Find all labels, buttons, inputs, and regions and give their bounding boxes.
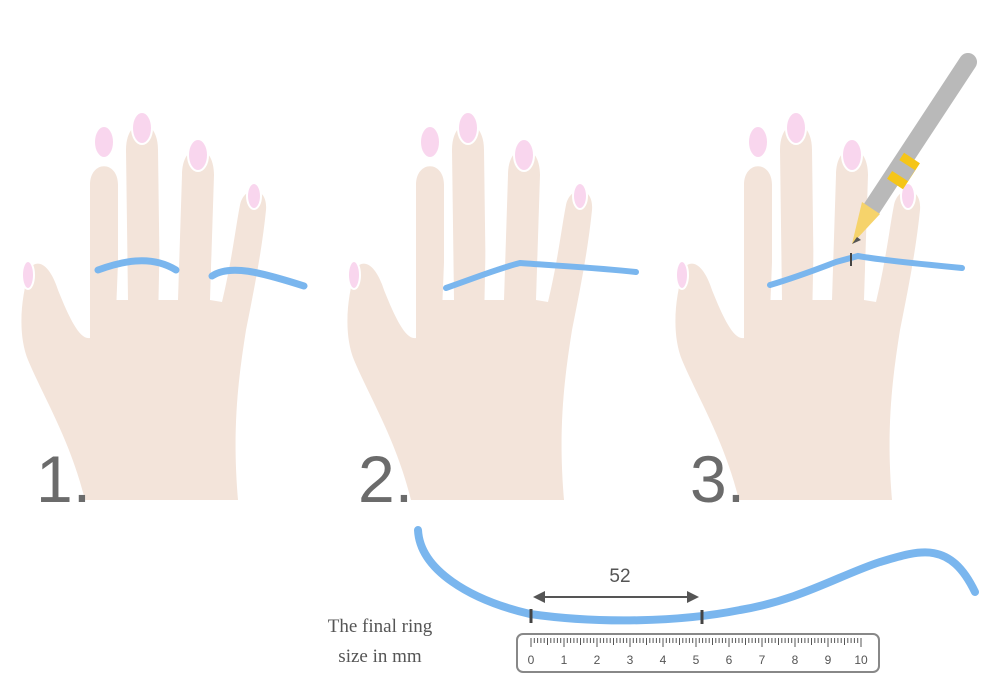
- ruler-label: 4: [660, 653, 667, 667]
- string-icon: [414, 526, 979, 625]
- pencil-icon: [852, 53, 977, 244]
- measurement-arrow: [533, 591, 699, 603]
- step-number-1: 1.: [36, 442, 92, 516]
- string-icon: [94, 257, 308, 290]
- ruler-label: 1: [561, 653, 568, 667]
- ruler-label: 7: [759, 653, 766, 667]
- step-number-3: 3.: [690, 442, 746, 516]
- ruler-labels: 0 1 2 3 4 5 6 7 8 9 10: [528, 653, 868, 667]
- step-number-2: 2.: [358, 442, 414, 516]
- ruler-label: 2: [594, 653, 601, 667]
- ruler-label: 6: [726, 653, 733, 667]
- ruler-label: 0: [528, 653, 535, 667]
- caption-line-2: size in mm: [338, 646, 422, 667]
- string-icon: [767, 252, 965, 288]
- ruler-label: 3: [627, 653, 634, 667]
- caption-line-1: The final ring: [327, 616, 433, 637]
- ruler-label: 5: [693, 653, 700, 667]
- string-icon: [443, 259, 639, 291]
- ruler-icon: 0 1 2 3 4 5 6 7 8 9 10: [516, 633, 880, 673]
- ruler-ticks: [530, 638, 862, 647]
- measurement-value: 52: [609, 566, 631, 587]
- ruler-label: 9: [825, 653, 832, 667]
- ruler-label: 10: [854, 653, 868, 667]
- ruler-label: 8: [792, 653, 799, 667]
